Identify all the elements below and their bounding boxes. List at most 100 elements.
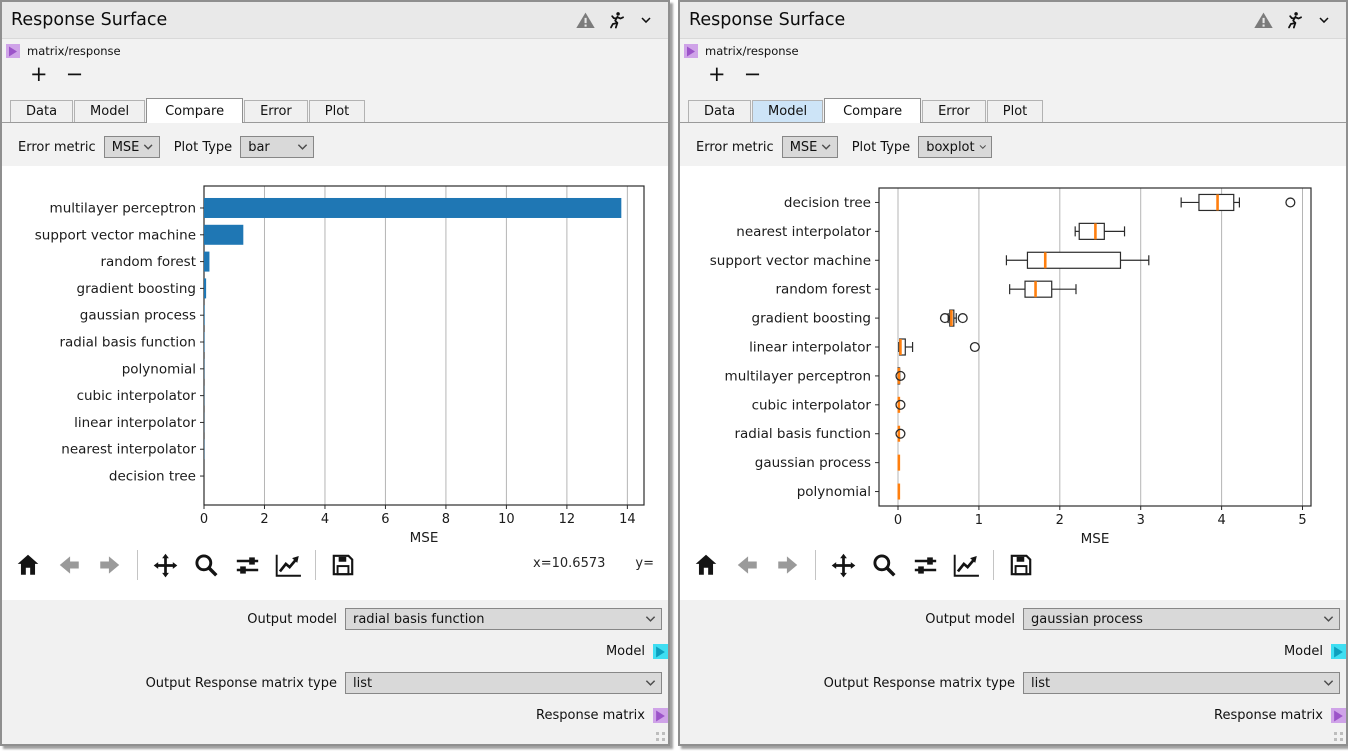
titlebar: Response Surface xyxy=(680,2,1346,39)
tab-error[interactable]: Error xyxy=(244,100,308,122)
svg-text:2: 2 xyxy=(1056,513,1064,528)
matrix-type-value: list xyxy=(1031,675,1051,691)
forward-icon xyxy=(100,556,120,574)
breadcrumb: matrix/response xyxy=(684,44,799,58)
chevron-down-icon xyxy=(822,144,831,150)
svg-text:gradient boosting: gradient boosting xyxy=(752,311,871,327)
resize-grip[interactable] xyxy=(1334,732,1343,741)
svg-text:gaussian process: gaussian process xyxy=(755,455,871,471)
output-model-select[interactable]: radial basis function xyxy=(345,608,662,630)
chevron-down-icon xyxy=(641,17,651,24)
plot-type-select[interactable]: boxplot xyxy=(918,136,993,158)
breadcrumb-label: matrix/response xyxy=(27,44,121,58)
svg-text:support vector machine: support vector machine xyxy=(710,253,871,269)
error-metric-label: Error metric xyxy=(18,139,96,155)
toolbar-separator xyxy=(993,550,994,580)
home-button[interactable] xyxy=(14,550,42,580)
svg-text:radial basis function: radial basis function xyxy=(59,335,196,351)
remove-button[interactable]: − xyxy=(65,62,84,86)
save-icon xyxy=(1010,554,1032,576)
chevron-down-icon xyxy=(645,616,656,622)
runner-icon xyxy=(1288,11,1302,28)
output-model-select[interactable]: gaussian process xyxy=(1023,608,1340,630)
subplots-button[interactable] xyxy=(233,550,261,580)
forward-button[interactable] xyxy=(96,550,124,580)
matrix-type-value: list xyxy=(353,675,373,691)
forward-button[interactable] xyxy=(774,550,802,580)
toolbar-separator xyxy=(815,550,816,580)
tab-compare[interactable]: Compare xyxy=(146,98,244,123)
svg-text:MSE: MSE xyxy=(410,530,439,546)
tab-plot[interactable]: Plot xyxy=(308,100,366,122)
back-icon xyxy=(737,556,757,574)
back-button[interactable] xyxy=(733,550,761,580)
figure-options-button[interactable] xyxy=(952,550,980,580)
figure-options-button[interactable] xyxy=(274,550,302,580)
play-icon xyxy=(9,46,17,56)
zoom-button[interactable] xyxy=(192,550,220,580)
response-port-label: Response matrix xyxy=(536,708,645,723)
plot-type-label: Plot Type xyxy=(851,139,911,155)
model-port-label: Model xyxy=(1283,644,1323,659)
tab-data[interactable]: Data xyxy=(688,100,752,122)
save-button[interactable] xyxy=(1007,550,1035,580)
pan-button[interactable] xyxy=(151,550,179,580)
home-button[interactable] xyxy=(692,550,720,580)
matrix-type-select[interactable]: list xyxy=(345,672,662,694)
sliders-icon xyxy=(236,556,258,574)
back-icon xyxy=(59,556,79,574)
collapse-button[interactable] xyxy=(636,10,656,30)
home-icon xyxy=(17,554,39,575)
window-title: Response Surface xyxy=(11,10,168,30)
add-button[interactable]: + xyxy=(30,62,48,86)
zoom-button[interactable] xyxy=(870,550,898,580)
tab-error[interactable]: Error xyxy=(922,100,986,122)
tab-compare[interactable]: Compare xyxy=(824,98,922,123)
titlebar: Response Surface xyxy=(2,2,668,39)
svg-text:0: 0 xyxy=(200,512,208,527)
error-metric-select[interactable]: MSE xyxy=(781,136,838,158)
tab-model[interactable]: Model xyxy=(74,100,146,122)
zoom-icon xyxy=(195,554,218,577)
model-port-icon xyxy=(1331,644,1346,659)
svg-text:polynomial: polynomial xyxy=(797,484,871,500)
add-button[interactable]: + xyxy=(708,62,726,86)
subplots-button[interactable] xyxy=(911,550,939,580)
svg-text:gradient boosting: gradient boosting xyxy=(77,281,196,297)
tab-model[interactable]: Model xyxy=(752,100,824,122)
svg-text:multilayer perceptron: multilayer perceptron xyxy=(50,200,196,216)
tab-plot[interactable]: Plot xyxy=(986,100,1044,122)
output-panel: Output model gaussian process Model Outp… xyxy=(680,600,1346,744)
svg-text:5: 5 xyxy=(1298,513,1306,528)
tab-data[interactable]: Data xyxy=(10,100,74,122)
toolbar-separator xyxy=(315,550,316,580)
remove-button[interactable]: − xyxy=(743,62,762,86)
cursor-y: y= xyxy=(635,556,654,571)
svg-text:8: 8 xyxy=(442,512,450,527)
error-metric-value: MSE xyxy=(111,139,140,155)
plot-options-icon xyxy=(275,554,301,577)
svg-text:4: 4 xyxy=(1217,513,1225,528)
error-metric-select[interactable]: MSE xyxy=(103,136,160,158)
svg-text:3: 3 xyxy=(1137,513,1145,528)
plot-type-select[interactable]: bar xyxy=(240,136,315,158)
pan-button[interactable] xyxy=(829,550,857,580)
svg-text:12: 12 xyxy=(559,512,576,527)
save-icon xyxy=(332,554,354,576)
tab-bar: Data Model Compare Error Plot xyxy=(2,96,668,123)
collapse-button[interactable] xyxy=(1314,10,1334,30)
svg-text:6: 6 xyxy=(381,512,389,527)
response-port-icon xyxy=(6,44,20,58)
matrix-type-select[interactable]: list xyxy=(1023,672,1340,694)
save-button[interactable] xyxy=(329,550,357,580)
tab-bar: Data Model Compare Error Plot xyxy=(680,96,1346,123)
play-icon xyxy=(656,710,665,721)
svg-text:polynomial: polynomial xyxy=(122,361,196,377)
back-button[interactable] xyxy=(55,550,83,580)
play-icon xyxy=(656,646,665,657)
resize-grip[interactable] xyxy=(656,732,665,741)
